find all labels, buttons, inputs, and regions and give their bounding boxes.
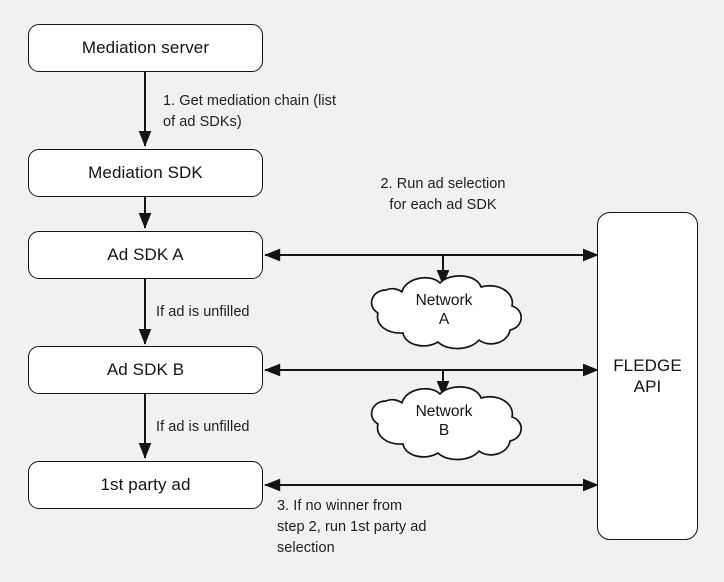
- network-b-label: Network B: [415, 403, 473, 440]
- network-a-cloud-shape: [370, 275, 522, 350]
- node-ad-sdk-a-label: Ad SDK A: [107, 244, 184, 264]
- edge-label-step-1: 1. Get mediation chain (list of ad SDKs): [163, 93, 337, 131]
- node-ad-sdk-a[interactable]: Ad SDK A: [28, 231, 263, 279]
- network-b-cloud-shape: [370, 386, 522, 461]
- node-fledge-api-label: FLEDGE API: [613, 355, 682, 396]
- node-mediation-server[interactable]: Mediation server: [28, 24, 263, 72]
- network-a-label: Network A: [415, 292, 473, 329]
- node-mediation-server-label: Mediation server: [81, 37, 210, 57]
- node-first-party-ad[interactable]: 1st party ad: [28, 461, 263, 509]
- node-ad-sdk-b-label: Ad SDK B: [106, 359, 185, 379]
- node-ad-sdk-b[interactable]: Ad SDK B: [28, 346, 263, 394]
- node-mediation-sdk-label: Mediation SDK: [88, 162, 203, 182]
- edge-label-unfilled-a: If ad is unfilled: [156, 304, 250, 320]
- node-fledge-api[interactable]: FLEDGE API: [597, 212, 698, 540]
- edge-label-step-2: 2. Run ad selection for each ad SDK: [380, 176, 506, 214]
- edge-label-step-3: 3. If no winner from step 2, run 1st par…: [277, 498, 427, 557]
- edge-label-unfilled-b: If ad is unfilled: [156, 419, 250, 435]
- node-first-party-ad-label: 1st party ad: [100, 474, 191, 494]
- node-mediation-sdk[interactable]: Mediation SDK: [28, 149, 263, 197]
